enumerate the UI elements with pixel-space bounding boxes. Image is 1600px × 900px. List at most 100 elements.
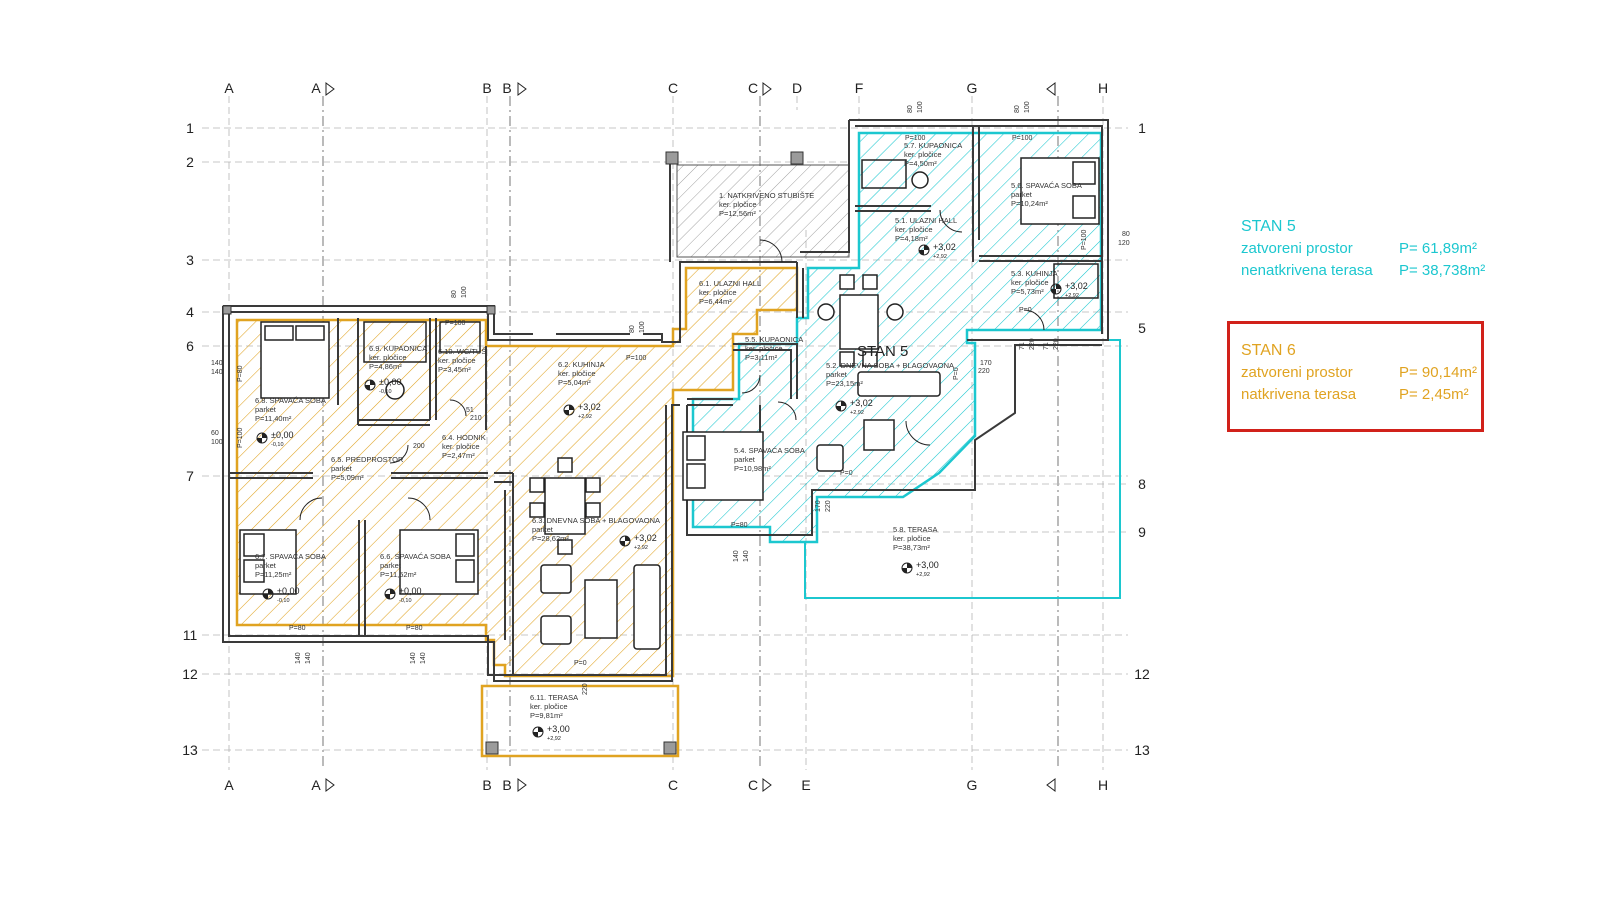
room-finish: ker. pločice bbox=[904, 150, 942, 159]
legend-row: natkrivena terasa P= 2,45m² bbox=[1241, 384, 1481, 406]
room-finish: ker. pločice bbox=[369, 353, 407, 362]
grid-label: A bbox=[224, 777, 234, 793]
dim-label: P=0 bbox=[840, 470, 853, 477]
grid-label: B bbox=[502, 777, 511, 793]
room-area: P=5,04m² bbox=[558, 378, 591, 387]
room-name: 5.7. KUPAONICA bbox=[904, 141, 962, 150]
room-area: P=4,50m² bbox=[904, 159, 937, 168]
dim-label: P=0 bbox=[1019, 307, 1032, 314]
level-value: +3,02 bbox=[933, 242, 956, 252]
dimension-labels: P=100 P=100 P=100 P=100 P=80 P=80 P=80 P… bbox=[211, 135, 1130, 667]
legend-value: P= 61,89m² bbox=[1399, 240, 1477, 257]
grid-label: A bbox=[224, 80, 234, 96]
walls bbox=[222, 119, 1109, 682]
legend-label: zatvoreni prostor bbox=[1241, 240, 1353, 257]
dim-label: P=80 bbox=[237, 365, 244, 382]
room-name: 5.2. DNEVNA SOBA + BLAGOVAONA bbox=[826, 361, 954, 370]
level-marker: +3,02+2,92 bbox=[619, 533, 657, 551]
dimension-labels-vertical: 80 100 80 100 80 100 80 100 P=80 P=100 P… bbox=[237, 101, 1088, 695]
room-finish: parket bbox=[1011, 190, 1033, 199]
grid-label: G bbox=[967, 80, 978, 96]
dim-label: 220 bbox=[1029, 338, 1036, 350]
legend-stan5: STAN 5 zatvoreni prostor P= 61,89m² nena… bbox=[1241, 216, 1501, 282]
grid-label: B bbox=[482, 777, 491, 793]
room-finish: parket bbox=[255, 561, 277, 570]
room-finish: ker. pločice bbox=[442, 442, 480, 451]
dim-label: 140 bbox=[305, 652, 312, 664]
room-name: 5.4. SPAVAĆA SOBA bbox=[734, 446, 805, 455]
level-sub: -0,10 bbox=[399, 598, 412, 604]
grid-label: E bbox=[801, 777, 810, 793]
grid-labels-top: A A B B C C D F G H bbox=[224, 80, 1108, 96]
room-finish: ker. pločice bbox=[745, 344, 783, 353]
legend-stan6-highlight-box bbox=[1227, 321, 1484, 432]
room-area: P=4,18m² bbox=[895, 234, 928, 243]
level-sub: +2,92 bbox=[578, 414, 592, 420]
grid-label: 5 bbox=[1138, 320, 1146, 336]
grid-label: 3 bbox=[186, 252, 194, 268]
legend-label: natkrivena terasa bbox=[1241, 386, 1357, 403]
dim-label: 140 bbox=[420, 652, 427, 664]
dim-label: 100 bbox=[211, 439, 223, 446]
dim-label: 140 bbox=[295, 652, 302, 664]
room-area: P=2,47m² bbox=[442, 451, 475, 460]
room-finish: parket bbox=[331, 464, 353, 473]
room-name: 1. NATKRIVENO STUBIŠTE bbox=[719, 191, 814, 200]
dim-label: 120 bbox=[1118, 240, 1130, 247]
legend-value: P= 2,45m² bbox=[1399, 386, 1469, 403]
level-sub: -0,10 bbox=[277, 598, 290, 604]
dim-label: P=100 bbox=[237, 427, 244, 448]
grid-label: 8 bbox=[1138, 476, 1146, 492]
dim-label: P=0 bbox=[574, 660, 587, 667]
dim-label: P=100 bbox=[1012, 135, 1033, 142]
room-finish: ker. pločice bbox=[530, 702, 568, 711]
dim-label: 140 bbox=[211, 369, 223, 376]
dim-label: 80 bbox=[1122, 231, 1130, 238]
level-sub: +2,92 bbox=[634, 545, 648, 551]
grid-label: C bbox=[748, 80, 758, 96]
dim-label: 140 bbox=[410, 652, 417, 664]
dim-label: 80 bbox=[1014, 105, 1021, 113]
level-sub: +2,92 bbox=[1065, 293, 1079, 299]
room-area: P=10,24m² bbox=[1011, 199, 1048, 208]
legend-title: STAN 6 bbox=[1241, 342, 1296, 359]
grid-label: 12 bbox=[1134, 666, 1150, 682]
room-name: 5.3. KUHINJA bbox=[1011, 269, 1058, 278]
dim-label: 170 bbox=[980, 360, 992, 367]
dim-label: 170 bbox=[815, 500, 822, 512]
room-area: P=4,86m² bbox=[369, 362, 402, 371]
dim-label: P=100 bbox=[905, 135, 926, 142]
grid-label: 1 bbox=[186, 120, 194, 136]
room-finish: parket bbox=[255, 405, 277, 414]
grid-arrows-bottom bbox=[325, 778, 1056, 792]
legend-label: nenatkrivena terasa bbox=[1241, 262, 1373, 279]
grid-labels-bottom: A A B B C C E G H bbox=[224, 777, 1108, 793]
level-markers: +3,02+2,92 +3,02+2,92 +3,02+2,92 +3,02+2… bbox=[256, 242, 1088, 742]
level-sub: +2,92 bbox=[916, 572, 930, 578]
room-area: P=11,52m² bbox=[380, 570, 417, 579]
legend-row: zatvoreni prostor P= 90,14m² bbox=[1241, 362, 1481, 384]
room-name: 6.11. TERASA bbox=[530, 693, 578, 702]
room-finish: ker. pločice bbox=[895, 225, 933, 234]
grid-label: H bbox=[1098, 80, 1108, 96]
level-marker: +3,02+2,92 bbox=[1050, 281, 1088, 299]
columns bbox=[222, 151, 804, 755]
grid-label: A bbox=[311, 80, 321, 96]
legend-label: zatvoreni prostor bbox=[1241, 364, 1353, 381]
dim-label: 80 bbox=[629, 325, 636, 333]
grid-label: 4 bbox=[186, 304, 194, 320]
dim-label: 220 bbox=[582, 683, 589, 695]
grid-label: 6 bbox=[186, 338, 194, 354]
dim-label: 220 bbox=[1053, 338, 1060, 350]
room-name: 6.1. ULAZNI HALL bbox=[699, 279, 761, 288]
grid-label: C bbox=[668, 777, 678, 793]
grid-label: 7 bbox=[186, 468, 194, 484]
room-name: 6.2. KUHINJA bbox=[558, 360, 605, 369]
dim-label: 80 bbox=[907, 105, 914, 113]
room-area: P=11,25m² bbox=[255, 570, 292, 579]
legend-stan6: STAN 6 zatvoreni prostor P= 90,14m² natk… bbox=[1241, 340, 1481, 406]
level-marker: +3,00+2,92 bbox=[901, 560, 939, 578]
dim-label: 51 bbox=[466, 407, 474, 414]
level-value: ±0,00 bbox=[271, 430, 293, 440]
